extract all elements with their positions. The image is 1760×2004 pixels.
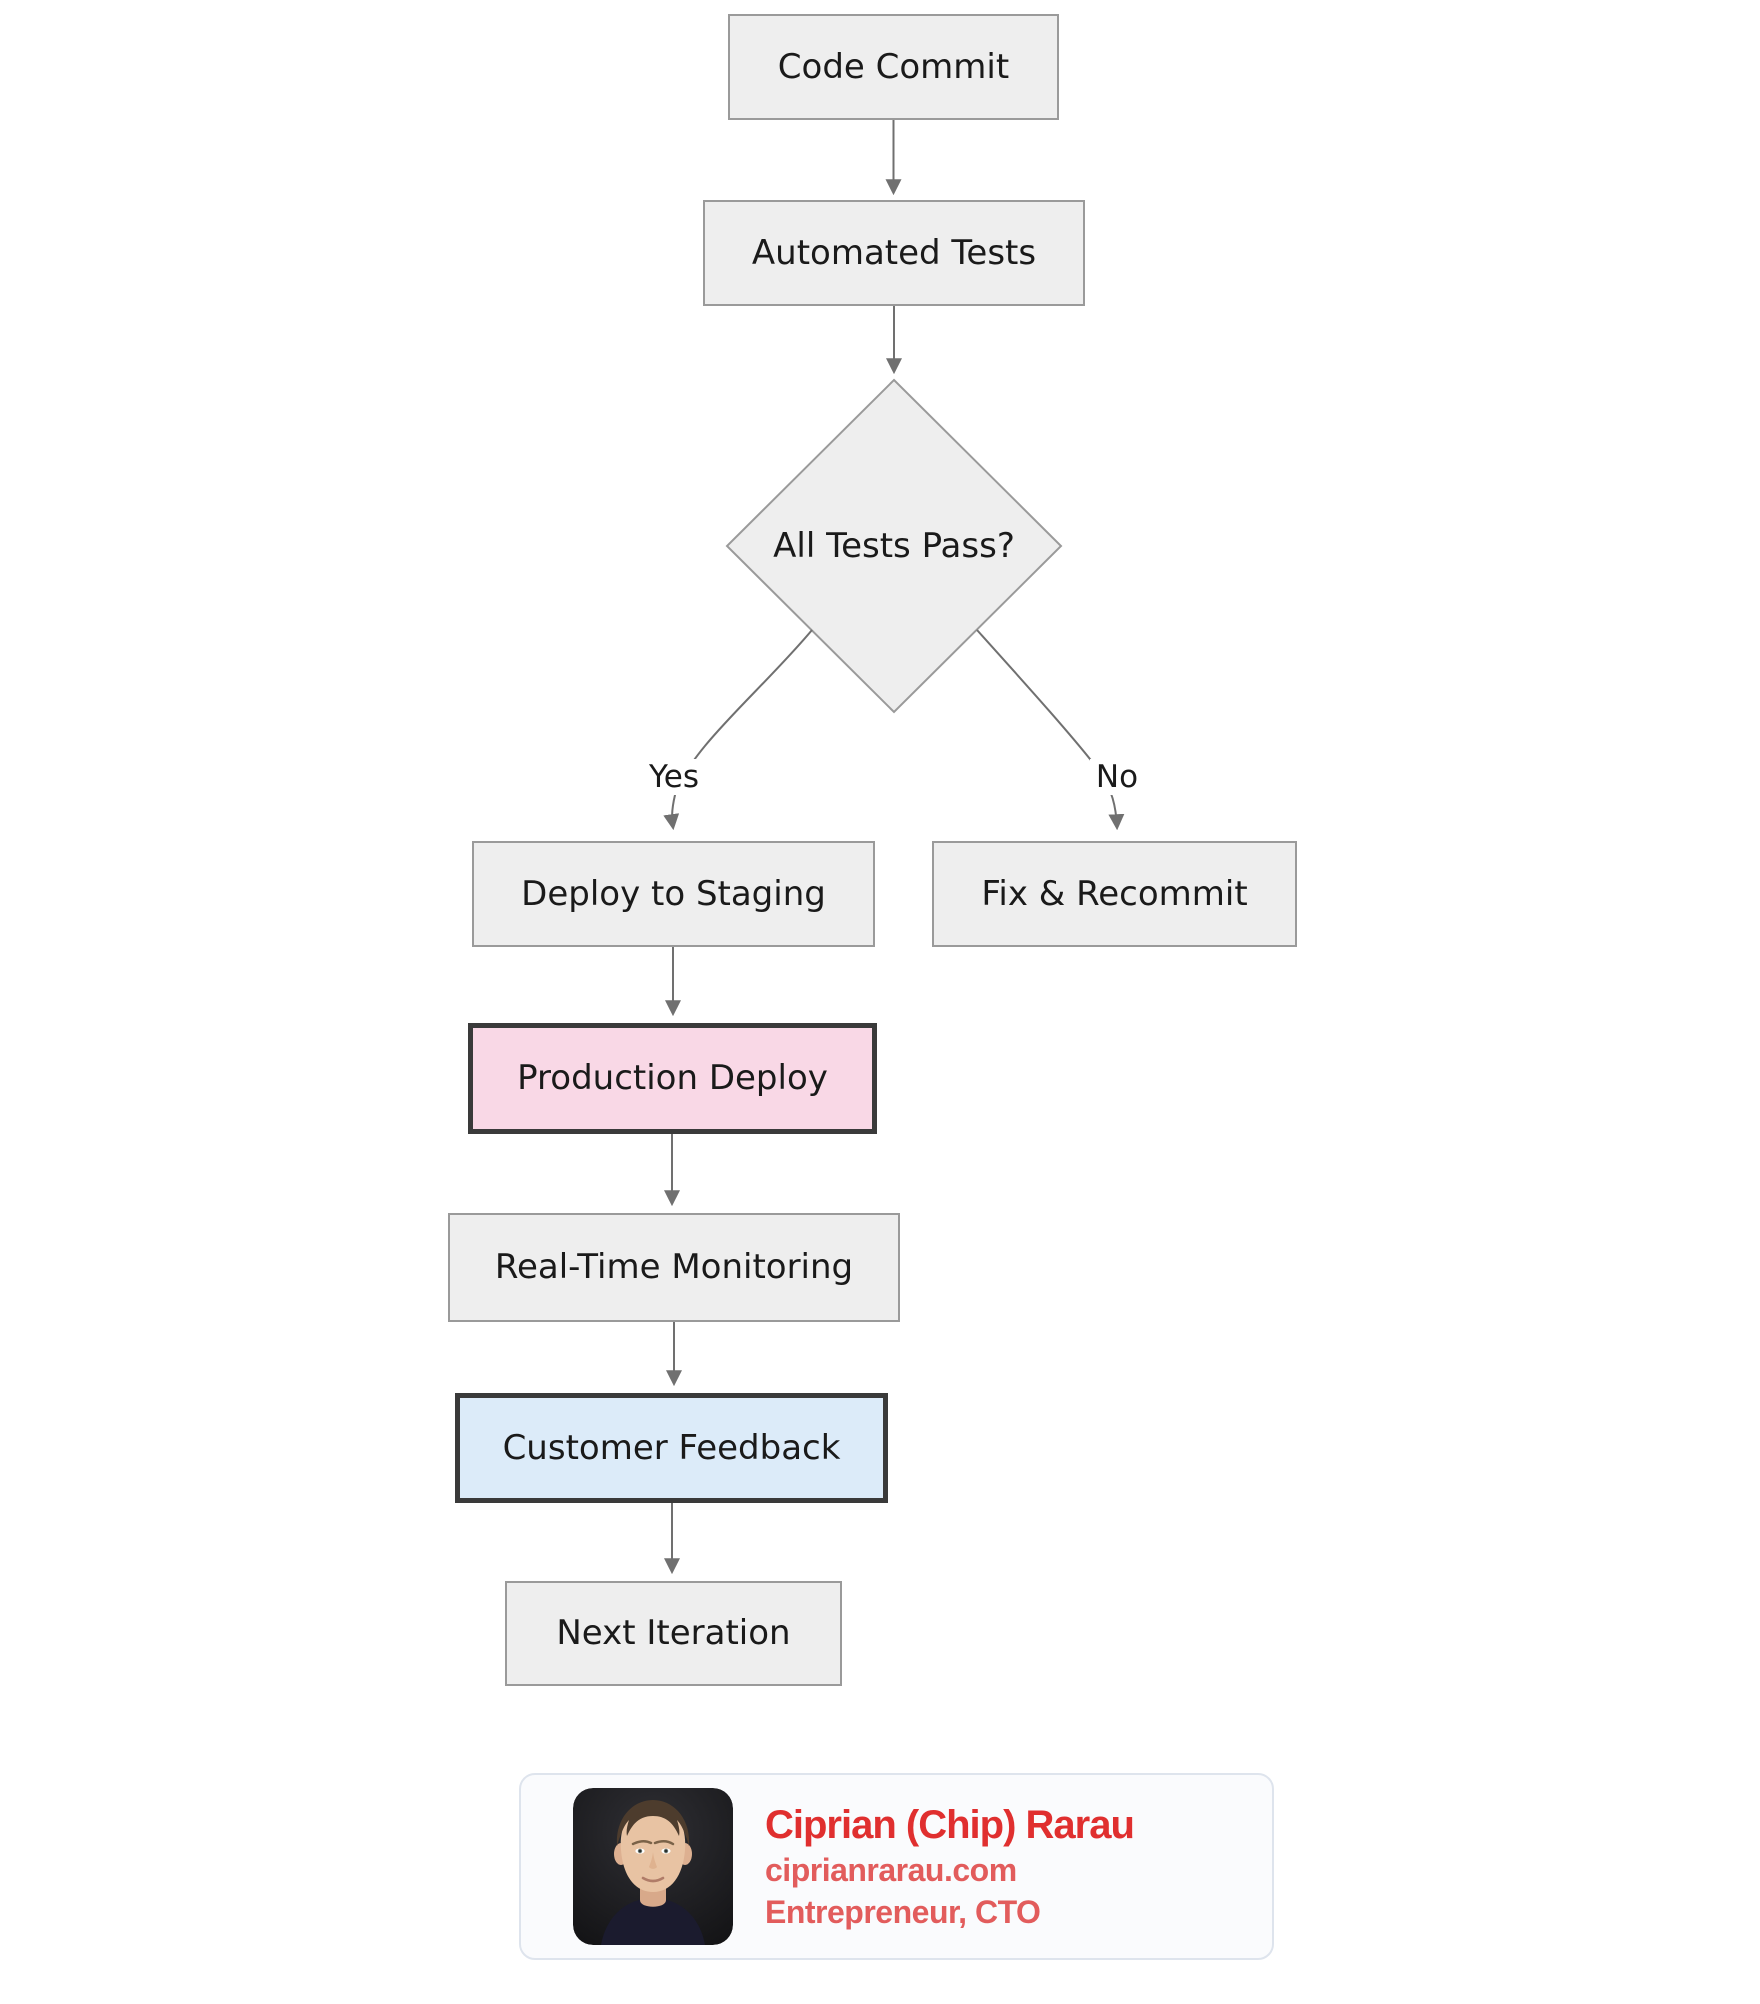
node-customer-feedback-label: Customer Feedback — [502, 1427, 841, 1468]
node-all-tests-pass-label: All Tests Pass? — [773, 526, 1015, 566]
attribution-role: Entrepreneur, CTO — [765, 1893, 1041, 1930]
edge-label-yes: Yes — [642, 759, 706, 795]
node-code-commit-label: Code Commit — [777, 46, 1010, 87]
node-next-iteration-label: Next Iteration — [556, 1613, 791, 1654]
node-automated-tests-label: Automated Tests — [751, 232, 1037, 273]
edge-label-no: No — [1089, 759, 1145, 795]
node-fix-recommit-label: Fix & Recommit — [981, 873, 1248, 914]
attribution-text-block: Ciprian (Chip) Rarau ciprianrarau.com En… — [765, 1801, 1135, 1933]
node-production-deploy: Production Deploy — [468, 1023, 877, 1134]
attribution-website: ciprianrarau.com — [765, 1851, 1017, 1888]
node-next-iteration: Next Iteration — [505, 1581, 842, 1686]
attribution-card: Ciprian (Chip) Rarau ciprianrarau.com En… — [519, 1773, 1274, 1960]
node-realtime-monitoring-label: Real-Time Monitoring — [494, 1247, 854, 1288]
edge-decision-yes-to-deploy-staging — [663, 629, 813, 831]
portrait-photo-image — [573, 1788, 733, 1945]
node-deploy-to-staging: Deploy to Staging — [472, 841, 875, 947]
node-production-deploy-label: Production Deploy — [517, 1058, 828, 1099]
node-fix-recommit: Fix & Recommit — [932, 841, 1297, 947]
node-realtime-monitoring: Real-Time Monitoring — [448, 1213, 900, 1322]
node-deploy-to-staging-label: Deploy to Staging — [521, 873, 826, 914]
node-code-commit: Code Commit — [728, 14, 1059, 120]
decision-diamond-shape — [725, 378, 1063, 714]
node-automated-tests: Automated Tests — [703, 200, 1085, 306]
node-customer-feedback: Customer Feedback — [455, 1393, 888, 1503]
attribution-name: Ciprian (Chip) Rarau — [765, 1802, 1135, 1847]
edge-decision-no-to-fix-recommit — [976, 629, 1125, 831]
